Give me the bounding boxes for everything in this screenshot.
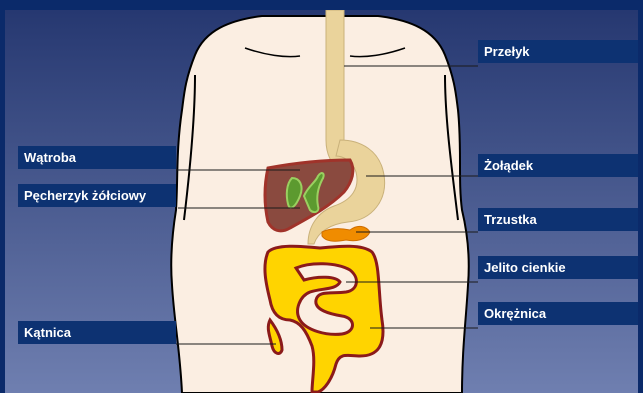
label-katnica: Kątnica (18, 321, 176, 344)
label-przelyk: Przełyk (478, 40, 638, 63)
label-trzustka: Trzustka (478, 208, 638, 231)
right-frame (638, 0, 643, 393)
label-zoladek: Żołądek (478, 154, 638, 177)
label-jelito-cienkie: Jelito cienkie (478, 256, 638, 279)
top-frame (0, 0, 643, 10)
label-watroba: Wątroba (18, 146, 176, 169)
label-pecherzyk: Pęcherzyk żółciowy (18, 184, 176, 207)
left-frame (0, 0, 5, 393)
label-okreznica: Okrężnica (478, 302, 638, 325)
